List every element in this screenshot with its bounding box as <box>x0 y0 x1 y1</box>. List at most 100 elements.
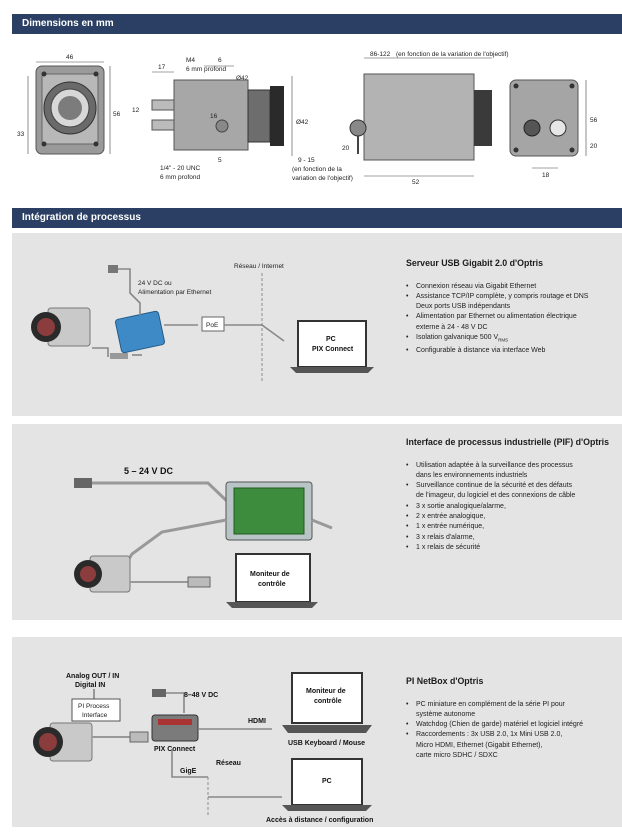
power-plug-icon <box>108 265 118 273</box>
list-item: Configurable à distance via interface We… <box>406 346 616 357</box>
camera-image <box>33 722 93 762</box>
camera-side-view-2 <box>349 57 492 177</box>
pix-label: PIX Connect <box>154 746 196 753</box>
list-item: Micro HDMI, Ethernet (Gigabit Ethernet), <box>416 741 543 749</box>
pip-label: PI Process <box>78 703 110 710</box>
pif-box <box>225 481 313 541</box>
lens-note-1: (en fonction de la <box>292 166 342 173</box>
dim-33: 33 <box>17 131 25 138</box>
netbox-diagram: Analog OUT / IN Digital IN PI Process In… <box>33 672 373 824</box>
dim-52: 52 <box>412 179 420 186</box>
pc-label: PC <box>322 778 332 785</box>
list-item: PC miniature en complément de la série P… <box>406 700 616 711</box>
dim-86-122: 86-122 <box>370 51 391 58</box>
list-item: Connexion réseau via Gigabit Ethernet <box>406 282 616 293</box>
camera-image <box>74 555 131 593</box>
dimension-drawings: 46 33 56 17 12 M4 6 mm profond 6 Ø42 Ø42… <box>17 51 598 186</box>
lens-note-2: variation de l'objectif) <box>292 175 353 182</box>
list-item: Watchdog (Chien de garde) matériel et lo… <box>406 720 616 731</box>
camera-image <box>31 307 91 347</box>
monitor-label: Moniteur de <box>306 688 346 695</box>
pif-info: Interface de processus industrielle (PIF… <box>406 437 616 553</box>
netbox-device <box>151 714 199 742</box>
dim-unc-depth: 6 mm profond <box>160 174 200 181</box>
usb-server-diagram: 24 V DC ou Alimentation par Ethernet PoE… <box>31 263 374 383</box>
dim-d42-top: Ø42 <box>236 75 249 82</box>
usb-kb-label: USB Keyboard / Mouse <box>288 740 365 747</box>
pif-diagram: 5 – 24 V DC Moniteur de contrôle <box>74 466 333 608</box>
section-header-integration: Intégration de processus <box>12 208 622 228</box>
dim-5: 5 <box>218 157 222 164</box>
dim-d42: Ø42 <box>296 119 309 126</box>
netbox-power-label: 8–48 V DC <box>184 692 218 699</box>
section-header-dimensions: Dimensions en mm <box>12 14 622 34</box>
laptop-label-pc: PC <box>326 336 336 343</box>
dim-6: 6 <box>218 57 222 64</box>
section-title: Dimensions en mm <box>22 18 114 29</box>
usb-plug-icon <box>187 576 211 588</box>
dim-17: 17 <box>158 64 166 71</box>
power-label-2: Alimentation par Ethernet <box>138 289 212 296</box>
gige-label: GigE <box>180 768 197 775</box>
dim-20: 20 <box>342 145 350 152</box>
remote-label: Accès à distance / configuration <box>266 817 373 824</box>
rms-subscript: RMS <box>498 337 509 343</box>
camera-back-view <box>509 79 587 169</box>
power-plug-icon <box>152 689 166 697</box>
analog-label: Analog OUT / IN <box>66 673 119 680</box>
list-item: 3 x relais d'alarme, <box>406 533 616 544</box>
pip-label-2: Interface <box>82 712 108 719</box>
netbox-info: PI NetBox d'Optris PC miniature en compl… <box>406 676 616 761</box>
power-label: 24 V DC ou <box>138 280 172 287</box>
dim-unc: 1/4" - 20 UNC <box>160 165 201 172</box>
list-item: Isolation galvanique 500 VRMS <box>406 333 616 346</box>
list-item: Alimentation par Ethernet ou alimentatio… <box>406 312 616 323</box>
lens-note-top: (en fonction de la variation de l'object… <box>396 51 509 58</box>
list-item: Raccordements : 3x USB 2.0, 1x Mini USB … <box>406 730 616 741</box>
list-item: de l'imageur, du logiciel et des connexi… <box>416 492 576 500</box>
dim-9-15: 9 - 15 <box>298 157 315 164</box>
monitor-label: Moniteur de <box>250 571 290 578</box>
laptop-image <box>290 320 374 373</box>
dim-16: 16 <box>210 113 218 120</box>
pif-title: Interface de processus industrielle (PIF… <box>406 437 610 447</box>
list-item: Deux ports USB indépendants <box>416 303 511 311</box>
dim-20b: 20 <box>590 143 598 150</box>
power-plug-icon <box>74 478 92 488</box>
network-label: Réseau <box>216 760 241 767</box>
list-item: externe à 24 - 48 V DC <box>416 323 488 331</box>
laptop-label-pix: PIX Connect <box>312 346 354 353</box>
usb-server-title: Serveur USB Gigabit 2.0 d'Optris <box>406 258 544 268</box>
list-item: Surveillance continue de la sécurité et … <box>406 481 616 492</box>
dim-18: 18 <box>542 172 550 179</box>
network-label: Réseau / Internet <box>234 263 284 270</box>
pif-power-label: 5 – 24 V DC <box>124 466 174 476</box>
monitor-laptop-image <box>282 672 372 733</box>
netbox-title: PI NetBox d'Optris <box>406 676 484 686</box>
dim-12: 12 <box>132 107 140 114</box>
isolation-text: Isolation galvanique 500 V <box>416 333 499 341</box>
digital-label: Digital IN <box>75 682 105 689</box>
list-item: Utilisation adaptée à la surveillance de… <box>406 461 616 472</box>
laptop-image <box>226 553 318 608</box>
list-item: système autonome <box>416 710 476 718</box>
camera-side-view <box>151 65 293 156</box>
dim-m4: M4 <box>186 57 195 64</box>
list-item: 3 x sortie analogique/alarme, <box>406 502 616 513</box>
list-item: 1 x relais de sécurité <box>406 543 616 554</box>
list-item: 2 x entrée analogique, <box>406 512 616 523</box>
list-item: Assistance TCP/IP complète, y compris ro… <box>406 292 616 303</box>
usb-plug-icon <box>110 353 128 359</box>
list-item: carte micro SDHC / SDXC <box>416 751 498 759</box>
usb-server-box <box>115 310 165 354</box>
camera-front-view <box>27 61 111 155</box>
usb-plug-icon <box>129 731 149 743</box>
dim-m4-depth: 6 mm profond <box>186 66 226 73</box>
poe-label: PoE <box>206 322 219 329</box>
list-item: dans les environnements industriels <box>416 471 528 479</box>
dim-56: 56 <box>113 111 121 118</box>
dim-56b: 56 <box>590 117 598 124</box>
hdmi-label: HDMI <box>248 718 266 725</box>
monitor-label-2: contrôle <box>314 698 342 705</box>
section-title: Intégration de processus <box>22 212 141 223</box>
